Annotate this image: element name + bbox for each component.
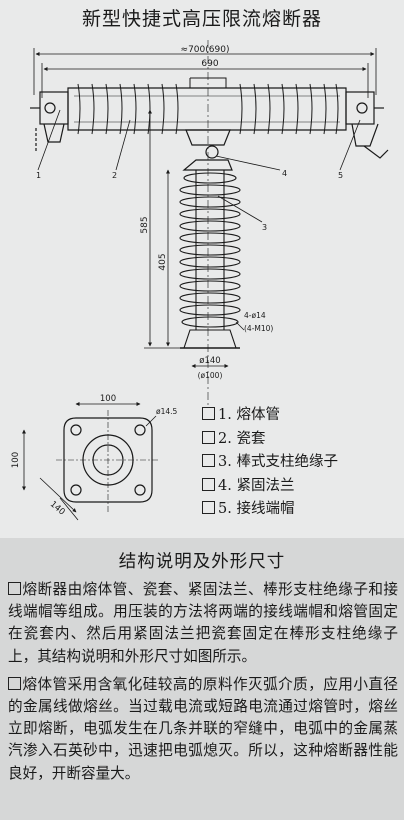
- part-label-1: 1: [36, 171, 41, 180]
- post-insulator: [179, 170, 241, 349]
- legend-item: 1. 熔体管: [202, 404, 338, 428]
- dimension-lines-vertical: [144, 109, 182, 349]
- dim-base-label: ø140: [199, 356, 220, 366]
- flange-dim-side: 100: [11, 452, 21, 468]
- fastening-flange: [182, 145, 233, 171]
- description-title: 结构说明及外形尺寸: [118, 552, 286, 572]
- legend-item: 3. 棒式支柱绝缘子: [202, 451, 338, 475]
- page-title: 新型快捷式高压限流熔断器: [81, 8, 322, 30]
- part-label-2: 2: [112, 171, 117, 180]
- part-label-3: 3: [262, 223, 267, 232]
- part-label-5: 5: [338, 171, 343, 180]
- dim-span-label: 690: [201, 59, 218, 69]
- legend-item: 4. 紧固法兰: [202, 475, 338, 499]
- dim-height-total-label: 585: [140, 216, 150, 233]
- checkbox-icon: [202, 501, 215, 514]
- dim-bolts-label: 4-ø14: [244, 311, 266, 320]
- flange-plan-view: [56, 410, 160, 512]
- checkbox-icon: [202, 477, 215, 491]
- checkbox-icon: [202, 430, 215, 444]
- terminal-cap-left: [30, 91, 69, 152]
- fuse-technical-drawing: ≈700(690) 690: [11, 40, 389, 521]
- dim-height-insulator-label: 405: [158, 253, 168, 270]
- parts-legend: 1. 熔体管 2. 瓷套 3. 棒式支柱绝缘子 4. 紧固法兰 5. 接线端帽: [202, 404, 338, 522]
- fuse-tube: [67, 77, 347, 146]
- description-paragraph: 熔断器由熔体管、瓷套、紧固法兰、棒形支柱绝缘子和接线端帽等组成。用压装的方法将两…: [8, 581, 398, 665]
- dim-bolts-alt-label: (4-M10): [244, 324, 273, 333]
- checkbox-icon: [8, 676, 21, 690]
- legend-item: 2. 瓷套: [202, 428, 338, 452]
- flange-dim-hole: ø14.5: [156, 407, 178, 416]
- dim-overall-label: ≈700(690): [181, 45, 230, 55]
- description-section: 结构说明及外形尺寸 熔断器由熔体管、瓷套、紧固法兰、棒形支柱绝缘子和接线端帽等组…: [0, 538, 404, 820]
- part-label-4: 4: [282, 169, 287, 178]
- checkbox-icon: [202, 407, 215, 420]
- checkbox-icon: [202, 454, 215, 467]
- dim-base-alt-label: (ø100): [198, 371, 223, 380]
- dimension-lines-top: [33, 48, 377, 98]
- description-paragraph: 熔体管采用含氧化硅较高的原料作灭弧介质，应用小直径的金属线做熔丝。当过载电流或短…: [8, 675, 398, 782]
- terminal-cap-right: [345, 91, 389, 159]
- legend-item: 5. 接线端帽: [202, 498, 338, 522]
- porcelain-sheds-horizontal: [77, 83, 339, 135]
- checkbox-icon: [8, 582, 21, 595]
- flange-dim-top: 100: [100, 394, 116, 404]
